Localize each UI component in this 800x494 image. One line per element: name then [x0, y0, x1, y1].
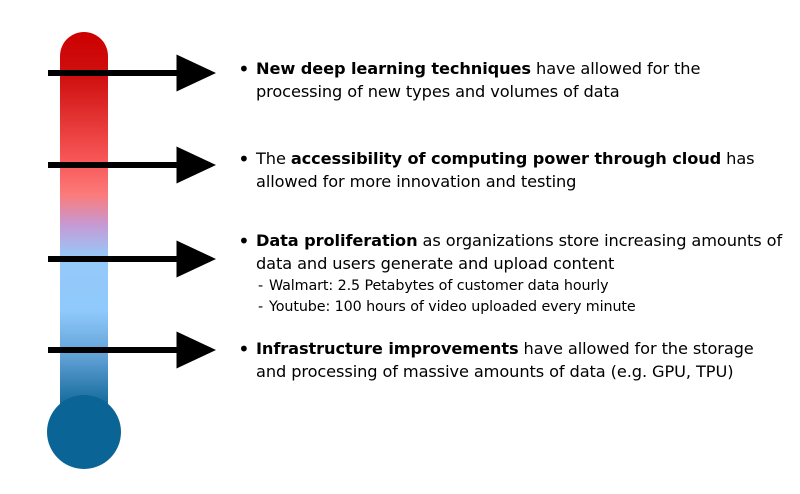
- bullet-list: • New deep learning techniques have allo…: [236, 0, 792, 490]
- bullet-rest: have allowed for the storage and process…: [256, 339, 754, 381]
- bullet-marker: •: [238, 57, 250, 81]
- bullet-rest: has allowed for more innovation and test…: [256, 149, 755, 191]
- bullet-item-accessibility-of-computing-power: • The accessibility of computing power t…: [236, 148, 788, 193]
- sub-bullet-label: Youtube: 100 hours of video uploaded eve…: [269, 298, 636, 315]
- bullet-bold-lead: Infrastructure improvements: [256, 339, 519, 358]
- bullet-text: Data proliferation as organizations stor…: [256, 230, 788, 275]
- bullet-text: New deep learning techniques have allowe…: [256, 58, 788, 103]
- sub-bullet-marker: -: [258, 298, 264, 315]
- bullet-rest: have allowed for the processing of new t…: [256, 59, 701, 101]
- thermometer-graphic: [0, 0, 230, 490]
- sub-bullet-marker: -: [258, 278, 264, 294]
- sub-bullet-item-youtube: - Youtube: 100 hours of video uploaded e…: [236, 297, 788, 318]
- sub-bullet-list: - Walmart: 2.5 Petabytes of customer dat…: [236, 276, 788, 317]
- bullet-rest: as organizations store increasing amount…: [256, 231, 783, 273]
- thermometer-svg: [47, 32, 217, 469]
- bullet-prefix: The: [256, 149, 291, 168]
- bullet-text: The accessibility of computing power thr…: [256, 148, 788, 193]
- sub-bullet-label: Walmart: 2.5 Petabytes of customer data …: [269, 278, 609, 294]
- bullet-marker: •: [238, 147, 250, 171]
- bullet-marker: •: [238, 229, 250, 253]
- bullet-marker: •: [238, 337, 250, 361]
- sub-bullet-item-walmart: - Walmart: 2.5 Petabytes of customer dat…: [236, 276, 788, 297]
- thermometer-tube: [60, 32, 108, 420]
- bullet-text: Infrastructure improvements have allowed…: [256, 338, 788, 383]
- bullet-bold-lead: accessibility of computing power through…: [290, 149, 722, 168]
- bullet-item-infrastructure-improvements: • Infrastructure improvements have allow…: [236, 338, 788, 383]
- bullet-bold-lead: Data proliferation: [256, 231, 418, 250]
- thermometer-bulb: [47, 395, 121, 469]
- bullet-item-data-proliferation: • Data proliferation as organizations st…: [236, 230, 788, 317]
- bullet-item-new-deep-learning-techniques: • New deep learning techniques have allo…: [236, 58, 788, 103]
- bullet-bold-lead: New deep learning techniques: [256, 59, 531, 78]
